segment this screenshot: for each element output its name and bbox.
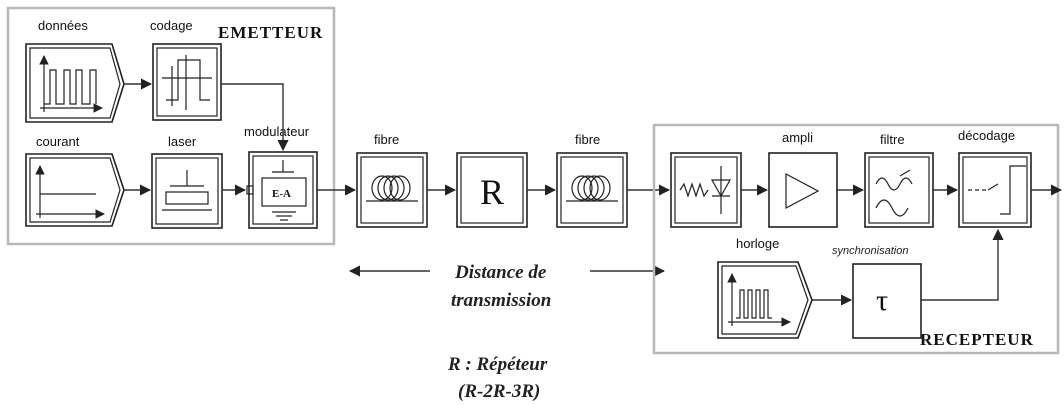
filtre-label: filtre bbox=[880, 132, 905, 147]
clock-signal-icon bbox=[736, 289, 772, 319]
pulse-train-icon bbox=[44, 69, 97, 105]
light-zigzag-icon bbox=[679, 182, 709, 198]
repeteur-legend-line2: (R-2R-3R) bbox=[458, 381, 540, 402]
fibre-coil-icon bbox=[566, 175, 618, 202]
modulateur-label: modulateur bbox=[244, 124, 310, 139]
ampli-label: ampli bbox=[782, 130, 813, 145]
filter-wave-icon bbox=[875, 177, 913, 191]
tau-symbol: τ bbox=[876, 284, 888, 317]
ea-label: E-A bbox=[272, 188, 291, 200]
distance-label-line2: transmission bbox=[451, 290, 551, 311]
decision-step-icon bbox=[1000, 165, 1026, 215]
fibre-1-label: fibre bbox=[374, 132, 399, 147]
synchronisation-block: τ bbox=[852, 263, 922, 339]
donnees-block: données bbox=[25, 18, 125, 123]
codage-block: codage bbox=[150, 18, 222, 121]
coding-waveform-icon bbox=[166, 59, 210, 101]
fibre-2-block: fibre bbox=[556, 132, 628, 228]
emitter-frame bbox=[6, 6, 336, 246]
ampli-block: ampli bbox=[768, 130, 838, 228]
receiver-frame bbox=[652, 123, 1060, 355]
repeteur-legend-line1: R : Répéteur bbox=[447, 354, 548, 375]
repeteur-block: R bbox=[456, 152, 528, 228]
laser-diode-icon bbox=[165, 191, 209, 205]
donnees-label: données bbox=[38, 18, 88, 33]
wire-codage-modulateur bbox=[221, 83, 289, 152]
courant-label: courant bbox=[36, 134, 80, 149]
photodiode-block bbox=[670, 152, 742, 228]
receiver-title: RECEPTEUR bbox=[920, 330, 1034, 349]
wire-synchro-decodage bbox=[921, 228, 1004, 301]
horloge-label: horloge bbox=[736, 236, 779, 251]
laser-block: laser bbox=[151, 134, 223, 229]
fibre-coil-icon bbox=[366, 175, 418, 202]
fibre-2-label: fibre bbox=[575, 132, 600, 147]
decodage-label: décodage bbox=[958, 128, 1015, 143]
emitter-title: EMETTEUR bbox=[218, 23, 323, 42]
fibre-1-block: fibre bbox=[356, 132, 428, 228]
amplifier-icon bbox=[785, 173, 820, 209]
filtre-block: filtre bbox=[864, 132, 934, 228]
horloge-block: horloge bbox=[717, 236, 813, 339]
codage-label: codage bbox=[150, 18, 193, 33]
courant-block: courant bbox=[25, 134, 125, 227]
repeteur-symbol: R bbox=[480, 172, 504, 212]
distance-label-line1: Distance de bbox=[454, 262, 547, 283]
decodage-block: décodage bbox=[958, 128, 1032, 228]
laser-label: laser bbox=[168, 134, 197, 149]
modulateur-block: modulateur E-A bbox=[244, 124, 318, 229]
synchronisation-label: synchronisation bbox=[832, 245, 908, 257]
